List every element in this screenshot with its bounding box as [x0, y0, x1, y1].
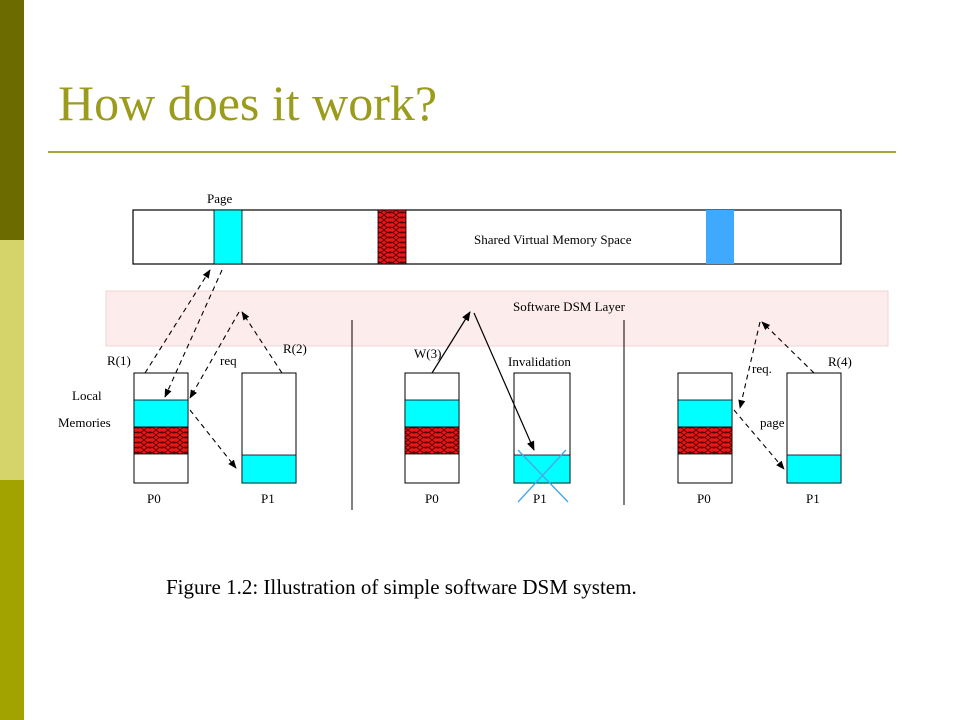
dsm-layer-band	[105, 290, 889, 347]
sidebar-accent-bottom	[0, 480, 24, 720]
figure-caption: Figure 1.2: Illustration of simple softw…	[166, 575, 637, 599]
proc-p0-label: P0	[697, 491, 711, 506]
arrow-r4-request	[761, 321, 815, 374]
local-memories-label-line1: Local	[72, 388, 102, 403]
arrow-page-to-p1	[733, 409, 785, 470]
page-cyan	[404, 399, 460, 428]
local-memories-label-line2: Memories	[58, 415, 111, 430]
page-red	[677, 426, 733, 455]
op-req-label: req	[220, 353, 237, 368]
invalid-cross-line-1	[517, 449, 569, 503]
shared-page-blue	[706, 210, 734, 264]
page-cyan	[677, 399, 733, 428]
op-w3-label: W(3)	[414, 346, 441, 361]
arrow-req-to-p0	[189, 311, 240, 399]
op-r2-label: R(2)	[283, 341, 307, 356]
proc-p0-label: P0	[147, 491, 161, 506]
arrow-w3-request	[431, 311, 471, 374]
op-invalidation-label: Invalidation	[508, 354, 571, 369]
proc-p1-label: P1	[533, 491, 547, 506]
op-page-label: page	[760, 415, 785, 430]
page-red	[133, 426, 189, 455]
page-label: Page	[207, 191, 233, 206]
page-cyan	[786, 454, 842, 484]
arrow-r2-request	[241, 311, 283, 374]
panel-write-invalidate: W(3) Invalidation P0 P1	[404, 311, 571, 506]
panel-read-after-write: req. page R(4) P0 P1	[677, 321, 852, 506]
page-cyan-invalidated	[513, 454, 571, 484]
shared-page-cyan	[213, 209, 243, 265]
proc-p0-label: P0	[425, 491, 439, 506]
op-r4-label: R(4)	[828, 354, 852, 369]
slide-title: How does it work?	[58, 75, 438, 131]
op-r1-label: R(1)	[107, 353, 131, 368]
proc-p1-label: P1	[806, 491, 820, 506]
title-underline	[48, 151, 896, 153]
panel-read: R(1) req R(2) P0 P1	[107, 269, 307, 506]
dsm-layer-label: Software DSM Layer	[513, 299, 626, 314]
page-red	[404, 426, 460, 455]
shared-memory-label: Shared Virtual Memory Space	[474, 232, 632, 247]
sidebar-accent-middle	[0, 240, 24, 480]
page-cyan	[241, 454, 297, 484]
arrow-req-to-p0	[738, 321, 761, 409]
op-req-label: req.	[752, 361, 772, 376]
arrow-invalidation	[473, 312, 535, 451]
dsm-layer: Software DSM Layer	[105, 290, 889, 347]
arrow-r1-request	[144, 269, 211, 374]
proc-p1-label: P1	[261, 491, 275, 506]
arrow-page-to-p1	[189, 409, 237, 469]
sidebar-accent-top	[0, 0, 24, 240]
page-cyan	[133, 399, 189, 428]
shared-page-red	[377, 209, 407, 265]
invalid-cross-line-2	[517, 449, 567, 503]
shared-memory-space: Page Shared Virtual Memory Space	[132, 191, 842, 265]
